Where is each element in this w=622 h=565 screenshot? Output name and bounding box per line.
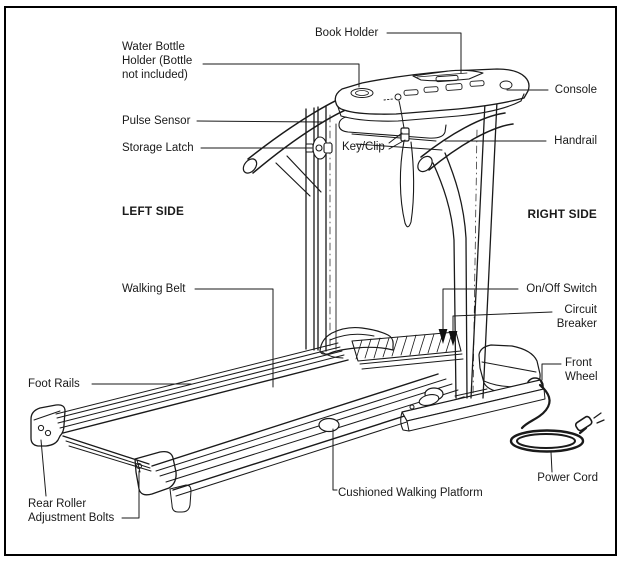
label-rear-roller-adjustment-bolts: Rear Roller Adjustment Bolts [28,498,115,524]
leader-rear-roller-2 [121,470,140,519]
key-clip-shape [398,100,415,228]
label-cushioned-walking-platform: Cushioned Walking Platform [338,487,483,499]
leader-cushioned-platform [332,428,338,491]
console-display [435,74,459,83]
label-storage-latch: Storage Latch [122,142,194,154]
leader-power-cord [550,451,553,473]
storage-latch-shape [305,136,333,160]
latch-pin [418,394,440,406]
page-border [4,6,617,556]
power-plug [574,412,605,432]
label-console: Console [554,84,597,96]
leader-key-clip-1 [388,132,403,144]
cushion-pad [318,417,340,433]
label-circuit-breaker: Circuit Breaker [556,304,597,330]
leader-lines [40,32,562,519]
down-arrow-icon [448,331,458,346]
leader-key-clip-2 [388,139,406,150]
rear-left-endcap [30,404,66,447]
key-dock [394,93,402,101]
left-handrail-support [275,162,311,197]
label-water-bottle-holder: Water Bottle Holder (Bottle not included… [122,41,193,81]
label-walking-belt: Walking Belt [122,283,186,295]
right-handrail [417,112,514,173]
rear-foot [169,484,192,513]
rear-roller-bolt-left [37,424,45,432]
rear-roller-bolt-left2 [44,429,52,437]
rear-right-endcap [134,450,192,513]
label-foot-rails: Foot Rails [28,378,80,390]
leader-rear-roller-1 [40,439,47,497]
label-power-cord: Power Cord [537,472,598,484]
leader-walking-belt [194,288,274,388]
label-handrail: Handrail [554,135,597,147]
left-post [305,105,337,352]
console-buttons [383,74,513,101]
motor-hood [319,326,541,393]
label-key-clip: Key/Clip [342,141,385,153]
label-book-holder: Book Holder [315,27,379,39]
lanyard-loop [399,140,415,228]
label-left-side: LEFT SIDE [122,204,185,218]
down-arrow-icon [438,329,448,344]
deck [30,342,467,513]
leader-pulse-sensor [196,120,323,123]
leader-water-bottle [202,63,360,88]
front-base [400,377,605,453]
leader-circuit-breaker [452,311,553,332]
label-pulse-sensor: Pulse Sensor [122,115,191,127]
label-front-wheel: Front Wheel [565,357,598,383]
leader-front-wheel [541,363,562,381]
right-post [432,100,498,399]
water-bottle-holder-shape [350,88,374,98]
label-on-off-switch: On/Off Switch [526,283,597,295]
leader-book-holder [386,32,462,74]
leader-on-off-switch [442,288,519,330]
console-shape [334,68,530,151]
label-right-side: RIGHT SIDE [527,207,597,221]
